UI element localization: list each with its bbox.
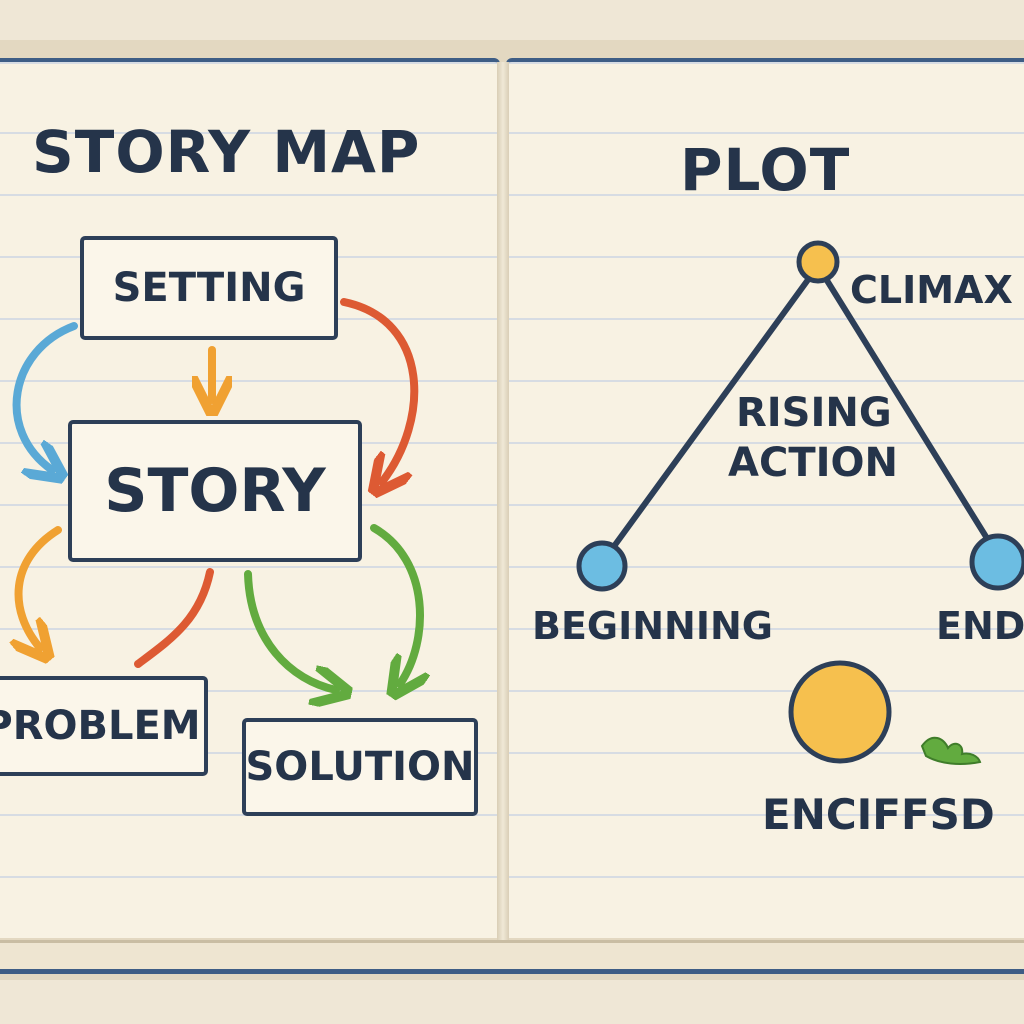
book-spine [497,62,509,952]
setting-label: SETTING [112,265,306,311]
plot-line-left [601,263,821,563]
book-cover-edge [0,940,1024,974]
green-arrow-story-solution [244,570,336,690]
setting-box: SETTING [80,236,338,340]
beginning-label: BEGINNING [532,604,773,648]
sun-circle [788,660,892,764]
right-page [506,58,1024,938]
solution-box: SOLUTION [242,718,478,816]
end-dot [969,533,1024,591]
problem-box: PROBLEM [0,676,208,776]
bottom-word: ENCIFFSD [762,790,995,839]
story-map-title: STORY MAP [32,118,421,186]
climax-label: CLIMAX [850,268,1013,312]
climax-dot [796,240,840,284]
red-line-story-problem [134,568,214,668]
story-box: STORY [68,420,362,562]
solution-label: SOLUTION [245,744,475,790]
problem-label: PROBLEM [0,703,201,749]
end-label: END [936,604,1024,648]
green-doodle [920,736,982,765]
rising-action-line1: RISING [736,390,892,436]
green-arrow-right-solution [370,524,420,684]
story-label: STORY [104,456,326,526]
beginning-dot [576,540,628,592]
blue-arrow [12,322,78,470]
rising-action-line2: ACTION [728,440,898,486]
orange-arrow-story-problem [19,526,62,648]
plot-line-right [815,263,1001,559]
red-arrow-setting-story [340,298,419,482]
plot-title: PLOT [680,136,851,204]
